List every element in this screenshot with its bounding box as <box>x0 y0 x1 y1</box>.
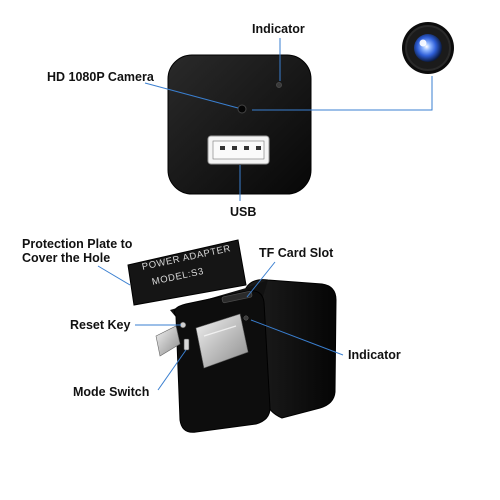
lens-callout-line <box>252 76 433 111</box>
indicator-label-bottom: Indicator <box>348 348 401 362</box>
reset-key-label: Reset Key <box>70 318 131 332</box>
mode-switch-shape <box>183 338 190 351</box>
protection-plate-label: Protection Plate to Cover the Hole <box>22 237 172 265</box>
usb-label: USB <box>230 205 257 219</box>
reset-key-shape <box>179 321 187 329</box>
protection-plate-label-line2: Cover the Hole <box>22 251 111 265</box>
camera-label: HD 1080P Camera <box>47 70 154 84</box>
prong-right <box>195 313 249 369</box>
mode-switch-callout-line <box>157 349 187 391</box>
tf-card-slot-shape <box>221 290 253 304</box>
indicator-led-bottom <box>243 315 249 321</box>
indicator-led-top <box>276 82 282 88</box>
protection-plate <box>127 239 247 306</box>
adapter-angled-view <box>155 279 337 433</box>
tf-slot-callout-line <box>246 261 276 298</box>
callouts-bottom <box>97 261 344 391</box>
callouts-top <box>144 38 433 201</box>
indicator-bottom-callout-line <box>250 319 344 356</box>
tf-card-slot-label: TF Card Slot <box>259 246 334 260</box>
plate-callout-line <box>97 265 131 286</box>
camera-callout-line <box>144 82 239 109</box>
camera-pinhole <box>237 104 247 114</box>
adapter-front-view <box>167 54 312 195</box>
lens-closeup <box>402 22 454 74</box>
indicator-label-top: Indicator <box>252 22 305 36</box>
protection-plate-label-line1: Protection Plate to <box>22 237 133 251</box>
mode-switch-label: Mode Switch <box>73 385 150 399</box>
prong-left <box>155 325 181 357</box>
usb-port <box>207 135 270 165</box>
